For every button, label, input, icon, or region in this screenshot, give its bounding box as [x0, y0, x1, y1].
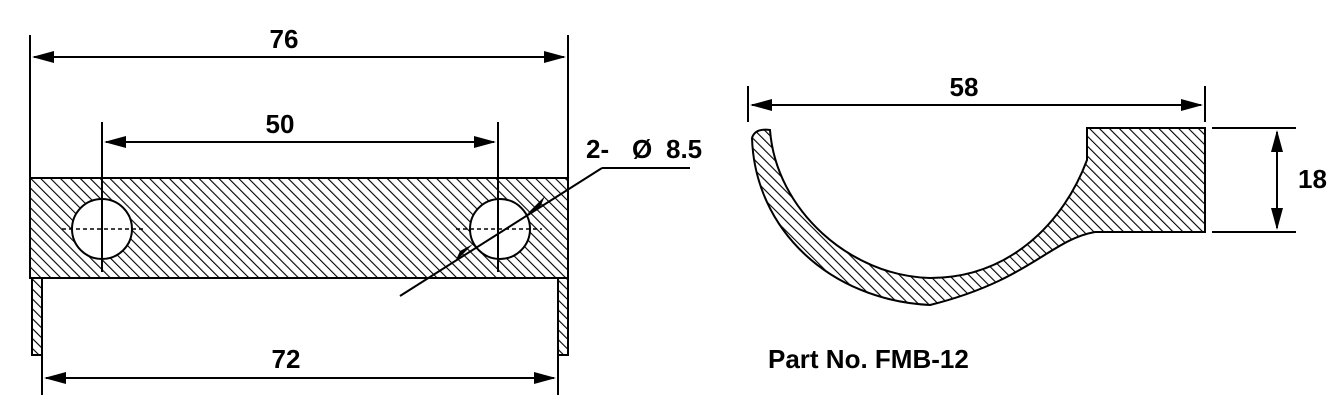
diameter-label-prefix: 2- [586, 134, 609, 164]
arrow-58-left [750, 99, 772, 111]
right-leg [557, 277, 569, 356]
arrow-50-right [474, 136, 496, 148]
arrow-76-left [32, 51, 54, 63]
left-leg [31, 277, 43, 356]
diameter-leader-line [399, 167, 603, 297]
side-view: 58 18 [747, 72, 1327, 307]
front-view: 76 50 72 2- Ø 8.5 [29, 24, 702, 395]
arrow-76-right [544, 51, 566, 63]
part-number-caption: Part No. FMB-12 [768, 344, 969, 374]
dim-label-58: 58 [950, 72, 979, 102]
dim-label-76: 76 [270, 24, 299, 54]
plate-body [29, 177, 569, 279]
diameter-arrow-outer [527, 196, 545, 214]
arrow-18-bottom [1271, 208, 1283, 230]
arrow-58-right [1181, 99, 1203, 111]
dim-label-50: 50 [266, 109, 295, 139]
arrow-72-right [534, 372, 556, 384]
saddle-outline [750, 127, 1206, 307]
diameter-arrow-inner [455, 244, 473, 262]
arrow-50-left [104, 136, 126, 148]
diameter-symbol: Ø [632, 134, 652, 164]
dim-label-72: 72 [272, 344, 301, 374]
arrow-72-left [44, 372, 66, 384]
diameter-value: 8.5 [666, 134, 702, 164]
dim-label-18: 18 [1298, 164, 1327, 194]
arrow-18-top [1271, 130, 1283, 152]
